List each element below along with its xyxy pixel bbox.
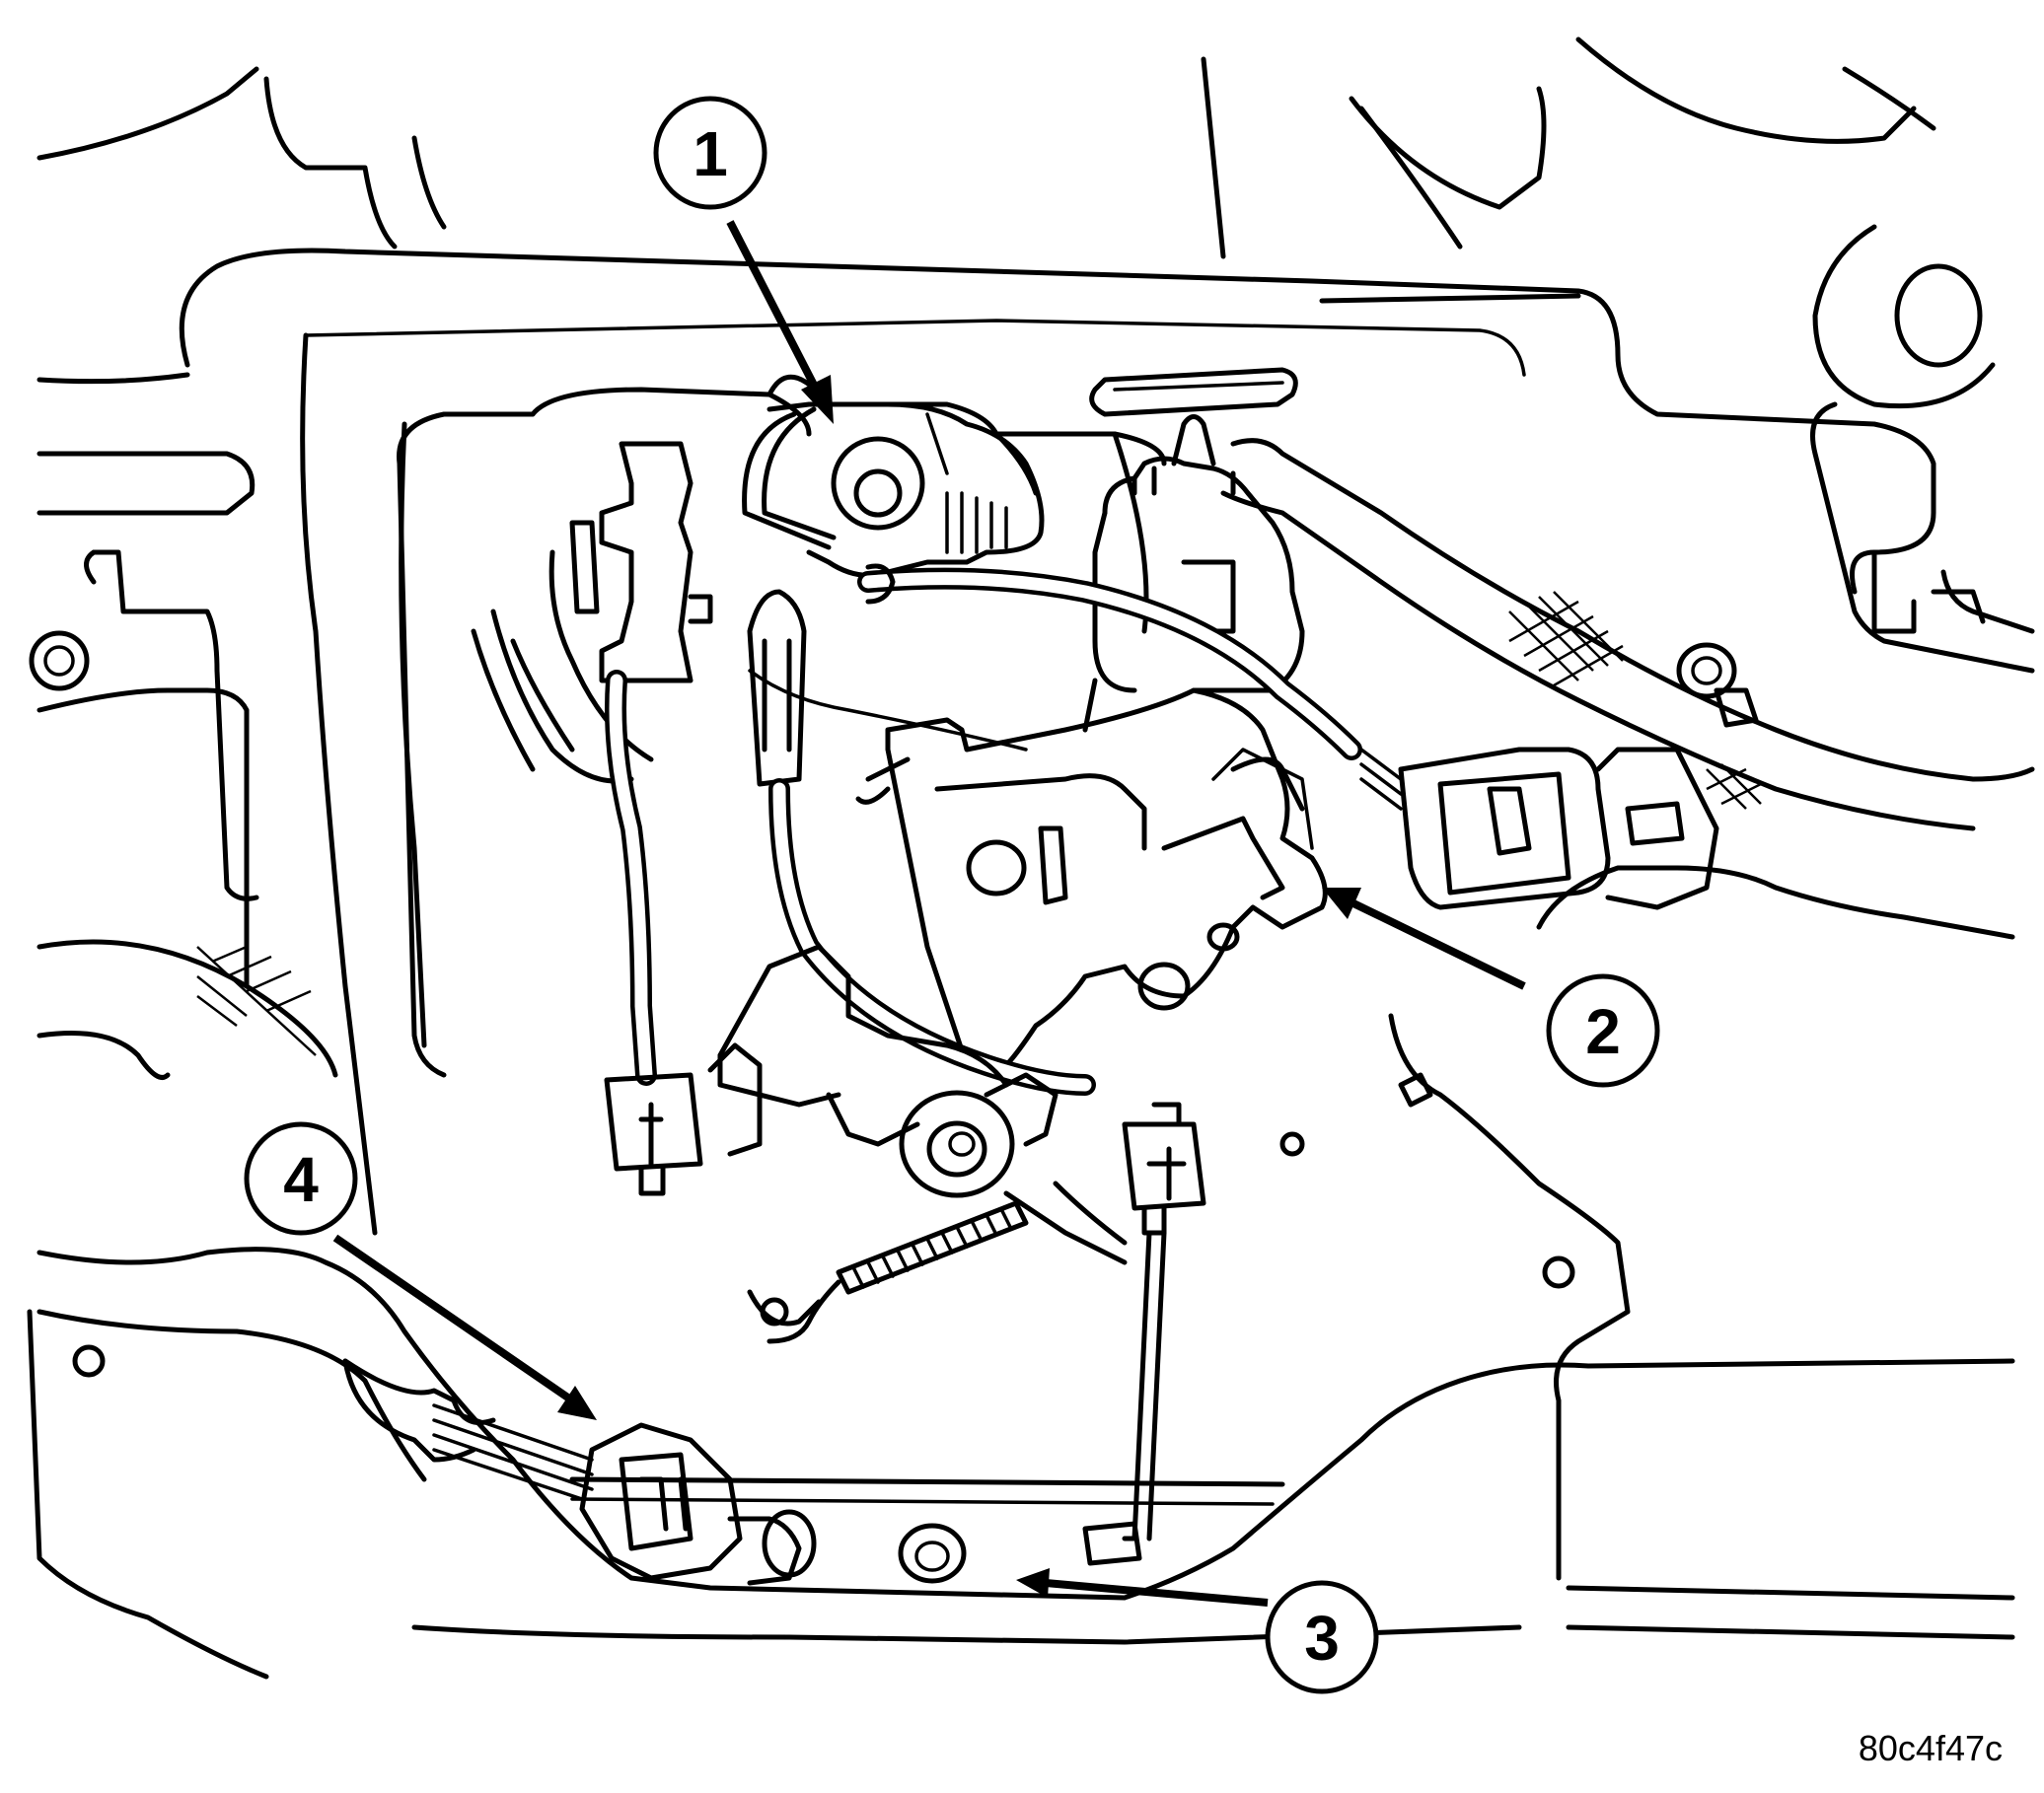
lock-cylinder-rod [1082, 1230, 1167, 1566]
inner-door-panel [29, 248, 1936, 1236]
access-slot [1089, 367, 1298, 417]
main-wire-harness [1220, 438, 2035, 831]
lower-left-connector [604, 1042, 763, 1196]
callout-arrow-1 [726, 220, 834, 424]
speaker-housing [36, 939, 338, 1080]
door-harness-connector [1359, 687, 1759, 910]
upper-crossing-wire [857, 563, 1362, 760]
callout-1-label: 1 [693, 118, 728, 189]
callout-arrow-3 [1016, 1568, 1269, 1607]
latch-body [855, 678, 1328, 1068]
rod-connector [1122, 1102, 1206, 1236]
lower-right-panel [1388, 865, 2015, 1581]
left-drop-wire [605, 670, 657, 1086]
lower-harness-connector [342, 1358, 967, 1586]
figure-id: 80c4f47c [1859, 1728, 2003, 1768]
callout-4-label: 4 [283, 1144, 319, 1215]
callout-arrow-4 [332, 1234, 597, 1420]
left-wire-connector [569, 441, 713, 683]
latch-mounting-plate [471, 374, 1167, 784]
motor-housing [1092, 414, 1305, 693]
door-outer-frame [36, 36, 1996, 516]
callout-3-label: 3 [1304, 1603, 1340, 1674]
center-drop-wire [747, 589, 1096, 1096]
latch-lower-mechanism [717, 944, 1128, 1265]
actuator-wire-loop [742, 406, 837, 550]
right-bracket [1676, 401, 2035, 699]
callout-2-label: 2 [1585, 996, 1621, 1067]
callout-1: 1 [653, 96, 767, 210]
callout-2: 2 [1546, 973, 1660, 1088]
callout-3: 3 [1265, 1580, 1379, 1694]
middle-wire [748, 669, 1028, 752]
return-spring [766, 1200, 1029, 1344]
callout-arrow-2 [1322, 888, 1526, 990]
callout-4: 4 [244, 1121, 358, 1236]
